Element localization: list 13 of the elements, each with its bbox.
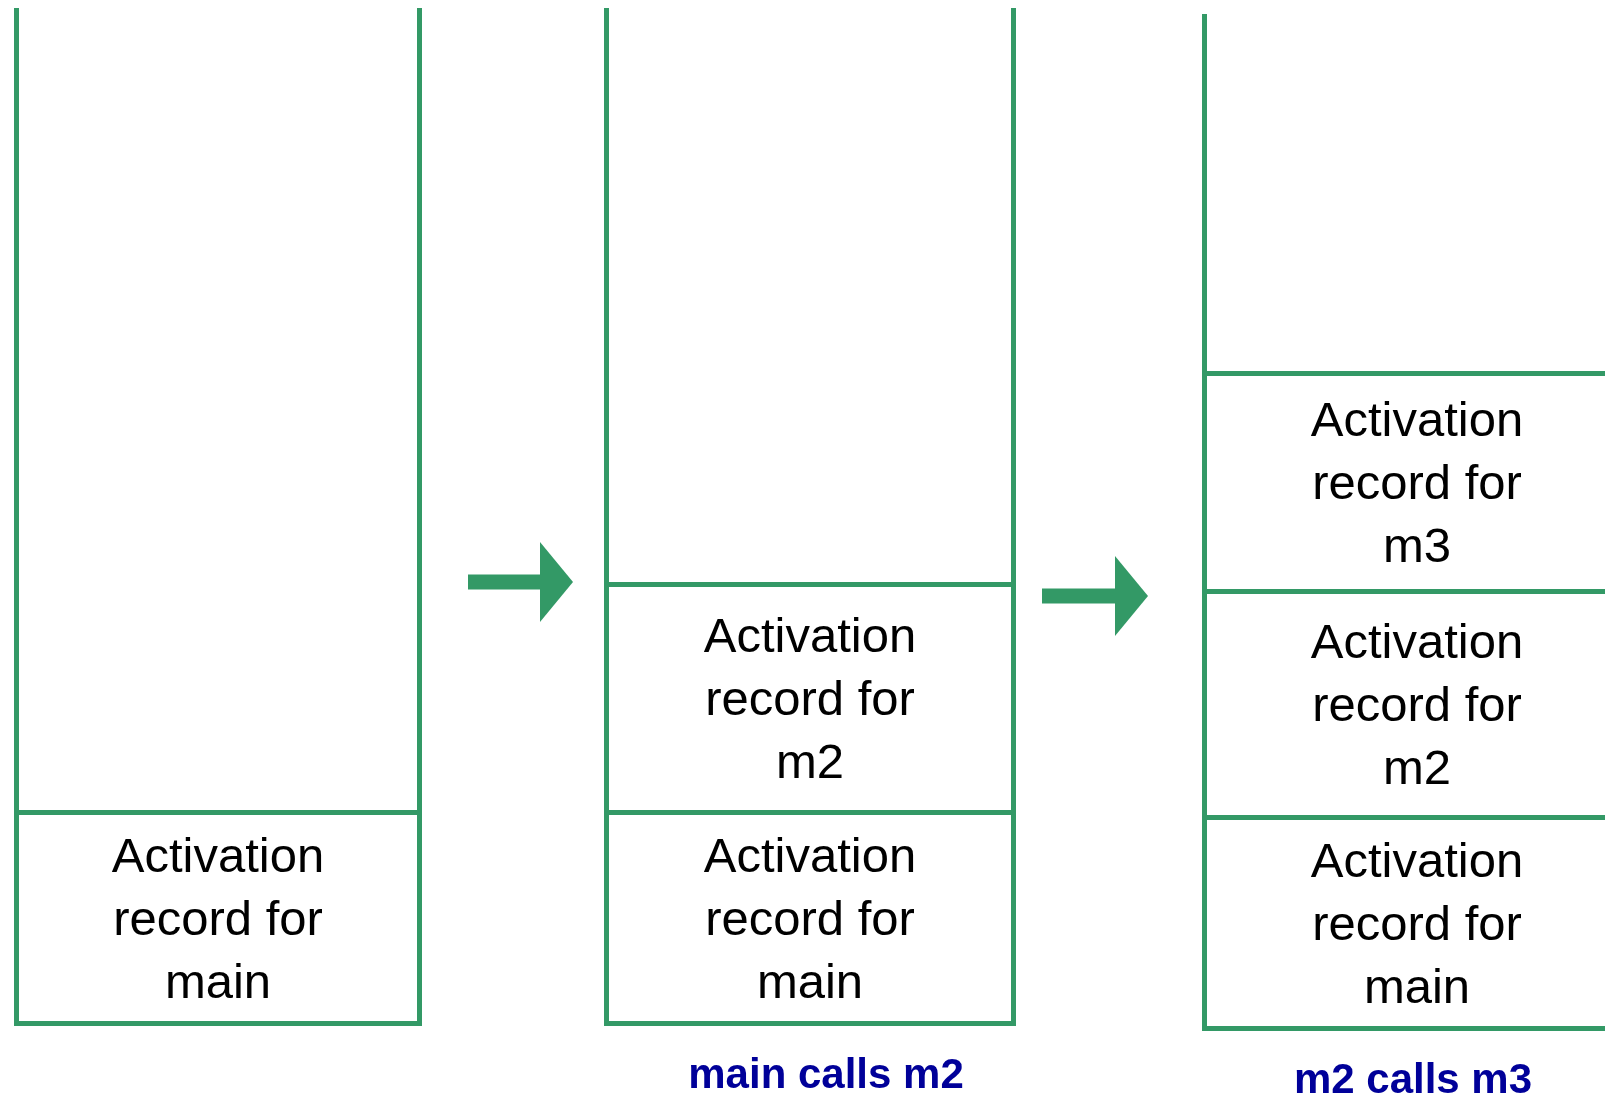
stack-container	[604, 8, 1016, 1026]
stack-container	[14, 8, 422, 1026]
record-label: Activation record for m3	[1309, 391, 1525, 574]
stack-caption: m2 calls m3	[1293, 1058, 1533, 1100]
record-label: Activation record for m2	[1309, 613, 1525, 796]
arrow	[468, 542, 573, 622]
arrow	[1042, 556, 1148, 636]
stack-container	[1202, 14, 1605, 1031]
record-label: Activation record for m2	[702, 607, 918, 790]
record-label: Activation record for main	[1309, 831, 1525, 1015]
stack-caption: main calls m2	[688, 1053, 964, 1095]
record-label: Activation record for main	[702, 826, 918, 1010]
record-label: Activation record for main	[110, 826, 326, 1010]
